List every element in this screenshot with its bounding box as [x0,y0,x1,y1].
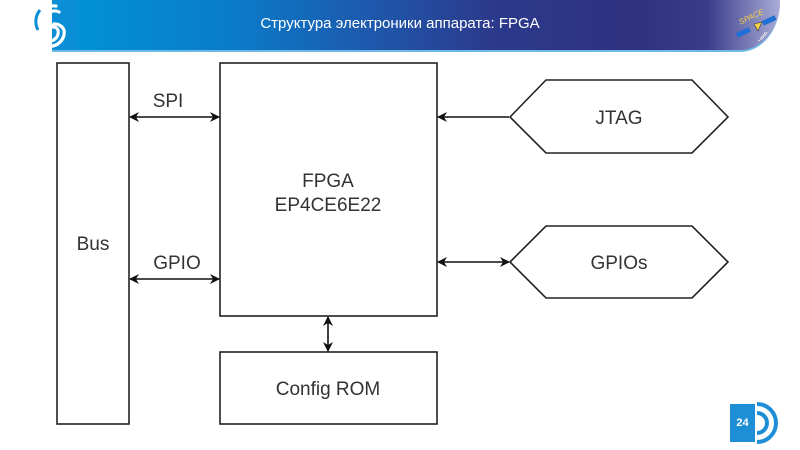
fpga-label: FPGA [302,171,354,192]
spi-connection: SPI [129,91,220,122]
jtag-interface: JTAG [508,79,730,154]
spi-label: SPI [153,91,184,112]
space-satellite-logo-icon: SPACE [735,7,777,42]
bus-block: Bus [56,62,130,425]
gpios-interface: GPIOs [508,225,730,299]
bus-label: Bus [77,234,110,255]
s-logo-icon [34,0,78,50]
page-number: 24 [730,404,755,442]
page-number-arcs-icon [757,402,778,444]
header-banner [52,0,780,52]
page-title: Структура электроники аппарата: FPGA [260,15,540,32]
fpga-part-number: EP4CE6E22 [275,195,382,216]
gpio-connection: GPIO [129,253,220,284]
jtag-label: JTAG [595,108,642,129]
config-rom-label: Config ROM [276,379,381,400]
gpios-label: GPIOs [590,253,647,274]
fpga-block: FPGA EP4CE6E22 [219,62,438,317]
config-rom-block: Config ROM [219,351,438,425]
gpio-label: GPIO [153,253,201,274]
